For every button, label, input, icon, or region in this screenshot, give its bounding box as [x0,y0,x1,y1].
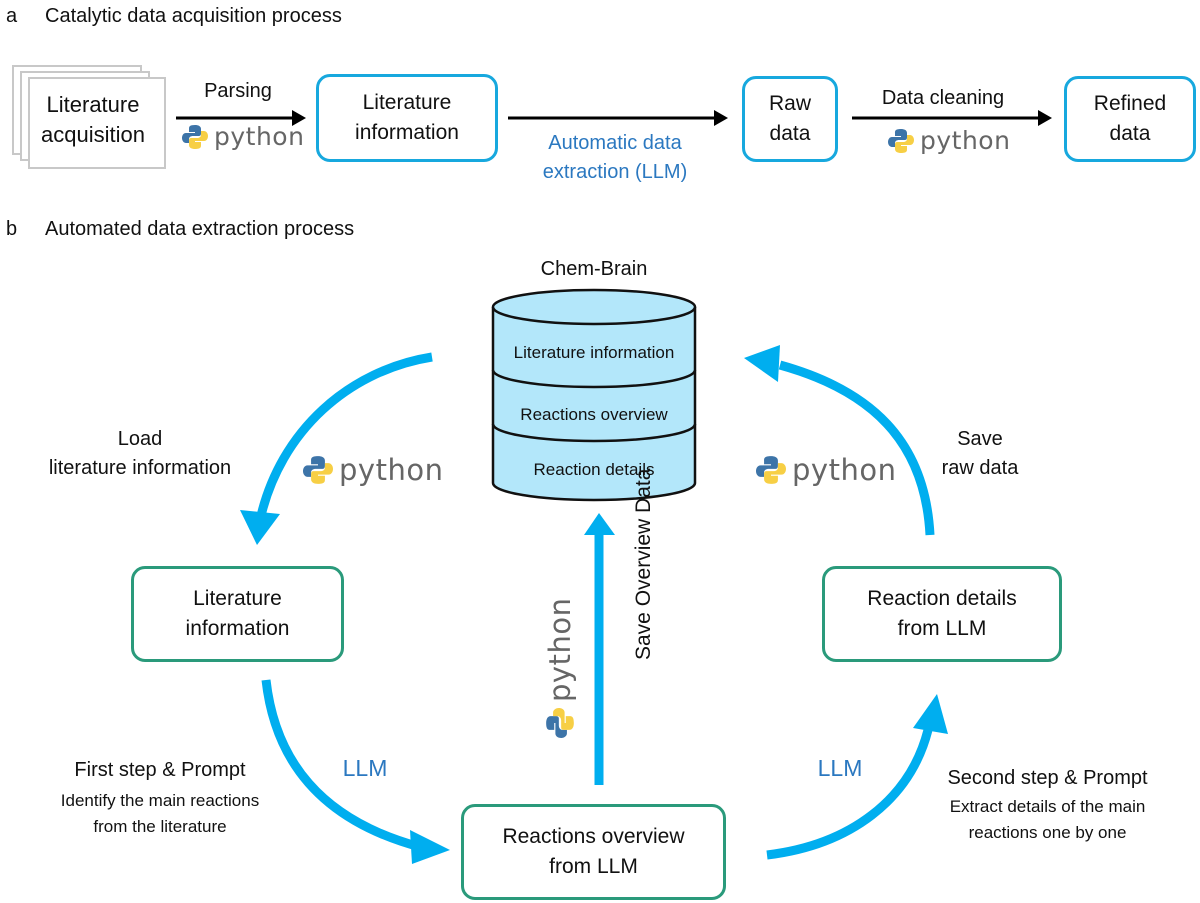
python-icon [756,456,786,484]
node-literature-acquisition: Literature acquisition [41,92,145,147]
node-literature-information-a: Literature information [316,74,498,162]
edge-label-llm-first: LLM [342,755,388,781]
node-raw-data: Raw data [742,76,838,162]
panel-a-title: Catalytic data acquisition process [45,5,342,27]
arrow-parsing [176,110,306,126]
arrow-load [240,352,433,545]
edge-label-save-overview: Save Overview Data [632,468,655,660]
arrow-save-raw [744,345,935,536]
arrow-automatic-extraction [508,110,728,126]
python-logo-save-raw: python [756,453,896,487]
edge-label-llm-second: LLM [817,755,863,781]
database-layer-details: Reaction details [533,460,655,479]
first-step-description: Identify the main reactions from the lit… [60,791,260,836]
database-title: Chem-Brain [540,258,648,280]
arrow-llm-second [766,694,948,860]
panel-a-label: a [6,5,18,27]
edge-label-load: Load literature information [48,428,232,479]
node-reactions-overview: Reactions overview from LLM [461,804,726,900]
python-logo-cleaning: python [888,126,1010,155]
edge-label-automatic-extraction: Automatic data extraction (LLM) [542,132,688,183]
node-reaction-details: Reaction details from LLM [822,566,1062,662]
edge-label-parsing: Parsing [204,80,272,102]
edge-label-save-raw: Save raw data [941,428,1019,479]
python-logo-save-overview: python [543,598,577,738]
python-icon [182,124,208,149]
panel-b-title: Automated data extraction process [45,218,355,240]
database-layer-literature: Literature information [513,343,675,362]
python-icon [303,456,333,484]
chem-brain-database [491,288,697,502]
node-literature-information-b: Literature information [131,566,344,662]
second-step-description: Extract details of the main reactions on… [949,797,1146,842]
panel-b-label: b [6,218,18,240]
node-refined-data: Refined data [1064,76,1196,162]
second-step-title: Second step & Prompt [947,767,1148,789]
arrow-save-overview [584,513,615,785]
python-logo-load: python [303,453,443,487]
python-logo-parsing: python [182,122,304,151]
python-icon [546,708,574,738]
arrow-data-cleaning [852,110,1052,126]
arrow-llm-first [261,679,450,864]
first-step-title: First step & Prompt [74,759,246,781]
edge-label-data-cleaning: Data cleaning [881,87,1005,109]
database-layer-overview: Reactions overview [520,405,668,424]
python-icon [888,128,914,153]
